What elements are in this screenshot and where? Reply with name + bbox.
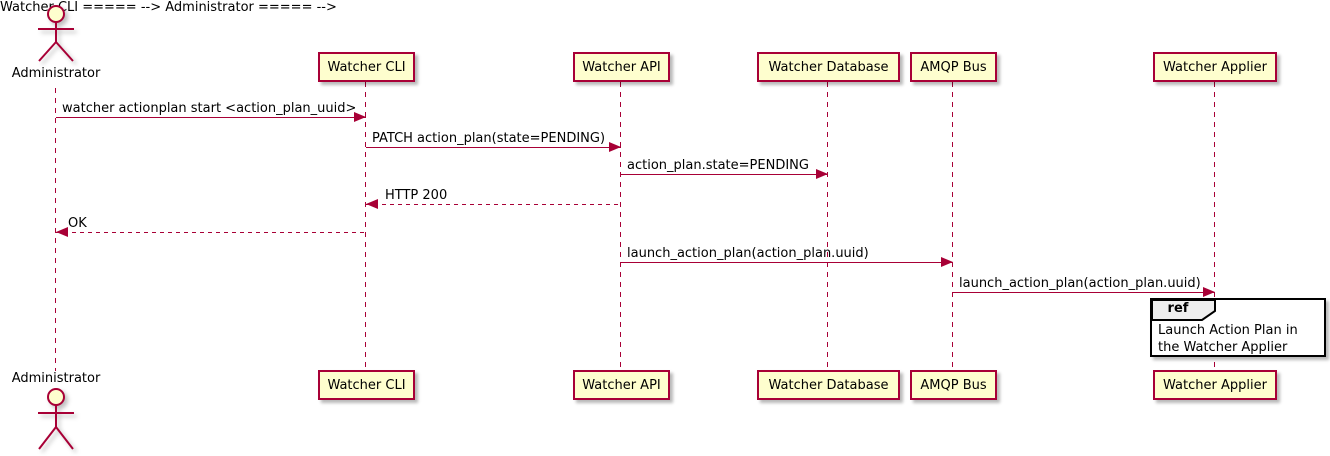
ref-text: Launch Action Plan in the Watcher Applie…	[1158, 323, 1298, 355]
message-label-1: watcher actionplan start <action_plan_uu…	[62, 101, 357, 116]
message-line-7	[953, 292, 1215, 293]
arrowhead-right-2	[609, 142, 621, 152]
message-label-3: action_plan.state=PENDING	[627, 158, 809, 173]
lifeline-watcher-database	[827, 82, 828, 370]
participant-watcher-api-bottom: Watcher API	[573, 370, 670, 400]
participant-watcher-applier-bottom: Watcher Applier	[1153, 370, 1277, 400]
arrowhead-right-7	[1203, 287, 1215, 297]
actor-icon	[38, 5, 74, 62]
message-line-2	[366, 147, 621, 148]
arrowhead-left-5	[56, 227, 68, 237]
message-line-5	[56, 232, 366, 233]
message-label-7: launch_action_plan(action_plan.uuid)	[959, 276, 1201, 291]
message-label-4: HTTP 200	[385, 188, 448, 203]
participant-amqp-bus-bottom: AMQP Bus	[910, 370, 997, 400]
actor-label-bottom: Administrator	[11, 371, 101, 386]
message-label-5: OK	[68, 216, 87, 231]
lifeline-watcher-api	[620, 82, 621, 370]
arrowhead-right-6	[941, 257, 953, 267]
lifeline-watcher-cli	[365, 82, 366, 370]
arrowhead-right-3	[816, 169, 828, 179]
participant-watcher-database-bottom: Watcher Database	[757, 370, 900, 400]
lifeline-administrator	[55, 88, 56, 371]
participant-watcher-api-top: Watcher API	[573, 52, 670, 82]
participant-watcher-applier-top: Watcher Applier	[1153, 52, 1277, 82]
participant-watcher-cli-top: Watcher CLI	[318, 52, 415, 82]
message-line-4	[366, 204, 621, 205]
message-line-1	[56, 117, 366, 118]
ref-fragment: ref Launch Action Plan in the Watcher Ap…	[1150, 298, 1326, 357]
participant-amqp-bus-top: AMQP Bus	[910, 52, 997, 82]
ref-tab-shape	[1151, 299, 1216, 321]
participant-watcher-database-top: Watcher Database	[757, 52, 900, 82]
lifeline-watcher-applier	[1214, 82, 1215, 370]
message-label-2: PATCH action_plan(state=PENDING)	[372, 131, 606, 146]
message-line-6	[621, 262, 953, 263]
arrowhead-left-4	[366, 199, 378, 209]
actor-label-top: Administrator	[11, 66, 101, 81]
actor-icon-bottom	[38, 388, 74, 450]
ref-keyword: ref	[1167, 301, 1189, 316]
arrowhead-right-1	[354, 112, 366, 122]
lifeline-amqp-bus	[952, 82, 953, 370]
message-label-6: launch_action_plan(action_plan.uuid)	[627, 246, 869, 261]
participant-watcher-cli-bottom: Watcher CLI	[318, 370, 415, 400]
message-line-3	[621, 174, 828, 175]
